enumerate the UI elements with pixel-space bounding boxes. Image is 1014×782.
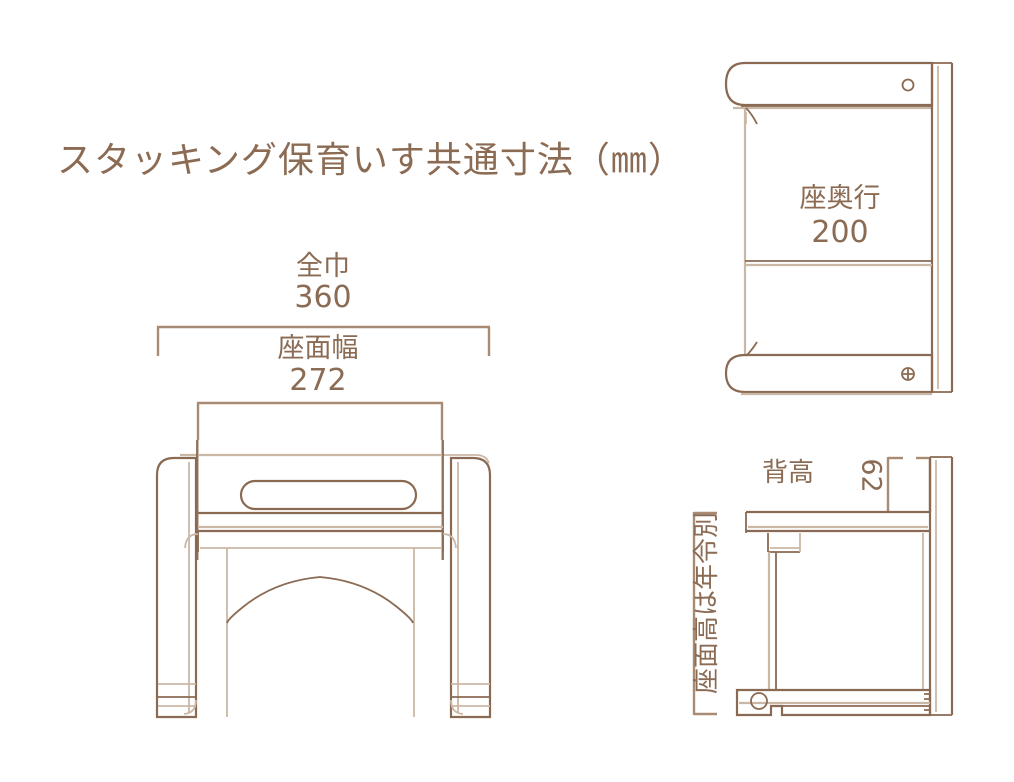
dimension-label-overall-width: 全巾 <box>296 251 350 282</box>
dimension-label-seat-depth: 座奥行 <box>799 183 881 214</box>
top-view-chair <box>724 61 954 396</box>
side-view-dimension-back-height <box>886 456 932 512</box>
dimension-value-seat-depth: 200 <box>811 215 869 250</box>
front-view-extension-lines <box>197 440 443 560</box>
dimension-label-back-height: 背高 <box>762 458 815 488</box>
dimension-value-back-height: 62 <box>855 458 887 493</box>
side-view-dimension-seat-height <box>692 511 717 716</box>
dimension-label-seat-width: 座面幅 <box>277 333 359 364</box>
front-view-dimension-272 <box>196 401 444 440</box>
side-view-chair <box>692 456 954 717</box>
dimension-value-overall-width: 360 <box>294 280 352 315</box>
dimension-note-seat-height: 座面高は年令別 <box>692 512 722 695</box>
front-view-dimension-360 <box>156 325 491 356</box>
front-view-chair <box>155 440 492 719</box>
dimension-value-seat-width: 272 <box>289 363 347 398</box>
page-title: スタッキング保育いす共通寸法（㎜） <box>57 140 685 181</box>
